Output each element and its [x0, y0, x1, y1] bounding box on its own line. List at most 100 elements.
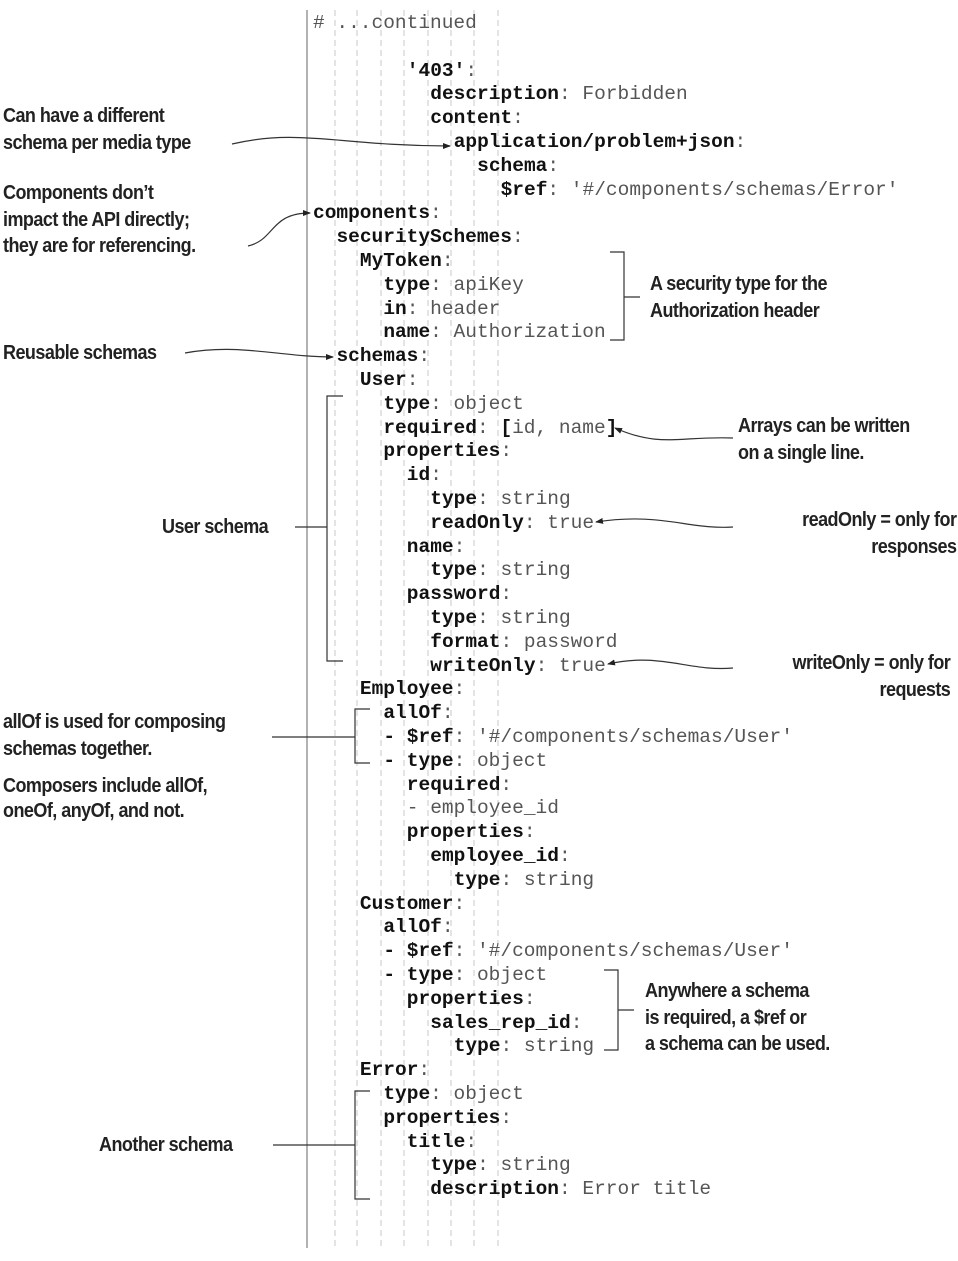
yaml-value: : [570, 1011, 583, 1034]
yaml-value: : [441, 916, 454, 939]
yaml-key: - $ref [383, 726, 454, 748]
annotation-line: a schema can be used. [645, 1033, 830, 1055]
yaml-value: : [500, 440, 513, 463]
yaml-value: : [441, 702, 454, 725]
yaml-value: : string [477, 607, 571, 629]
code-line: User: [360, 368, 419, 392]
code-line: type: string [430, 606, 570, 630]
yaml-key: sales_rep_id [430, 1011, 571, 1034]
yaml-value: : [734, 131, 747, 153]
annotation-line: they are for referencing. [3, 235, 196, 257]
code-line: - employee_id [407, 796, 559, 820]
yaml-key: allOf [383, 702, 442, 725]
code-line: sales_rep_id: [430, 1011, 582, 1035]
yaml-key: writeOnly [430, 654, 536, 677]
yaml-value: : true [535, 654, 606, 677]
yaml-key: properties [383, 440, 501, 463]
annotation-line: allOf is used for composing [3, 711, 226, 733]
code-line: required: [id, name] [383, 416, 617, 440]
code-line: type: string [430, 487, 570, 511]
code-line: Error: [360, 1058, 430, 1082]
code-line: Customer: [360, 892, 465, 916]
yaml-value: - employee_id [406, 797, 559, 820]
code-line: properties: [407, 987, 536, 1011]
yaml-key: description [430, 1178, 559, 1201]
yaml-value: : [547, 154, 560, 177]
code-line: allOf: [383, 915, 453, 939]
annotation-line: is required, a $ref or [645, 1006, 807, 1029]
yaml-key: content [430, 107, 513, 130]
code-line: required: [407, 773, 512, 797]
annotation-line: Arrays can be written [738, 415, 910, 437]
yaml-key: - type [383, 749, 454, 772]
yaml-key: $ref [500, 178, 548, 201]
annotation-line: oneOf, anyOf, and not. [3, 799, 185, 822]
yaml-key: name [406, 535, 454, 558]
yaml-key: securitySchemes [336, 226, 512, 249]
yaml-key: properties [406, 987, 524, 1010]
annotation-arrays: Arrays can be written on a single line. [738, 413, 910, 466]
annotation-line: on a single line. [738, 441, 864, 464]
yaml-value: : [465, 1130, 478, 1153]
yaml-key: type [430, 607, 478, 629]
yaml-value: : '#/components/schemas/User' [453, 940, 793, 963]
yaml-value: : [511, 226, 524, 249]
code-line: type: string [430, 1153, 570, 1177]
yaml-value: : [465, 59, 478, 82]
annotation-reusable-schemas: Reusable schemas [3, 340, 157, 367]
yaml-key: Customer [359, 892, 454, 915]
yaml-key: in [383, 297, 407, 320]
arrow-components [247, 210, 311, 247]
yaml-value: : password [500, 630, 618, 653]
yaml-key: properties [383, 1106, 501, 1129]
code-line: MyToken: [360, 249, 454, 273]
yaml-value: : object [453, 964, 548, 986]
annotation-line: A security type for the [650, 273, 828, 295]
code-line: allOf: [383, 701, 453, 725]
yaml-key: components [313, 202, 431, 225]
code-line: title: [407, 1130, 477, 1154]
yaml-key: employee_id [430, 845, 559, 867]
yaml-key: password [406, 583, 501, 606]
bracket-allof [272, 708, 370, 764]
yaml-value: : object [430, 392, 524, 415]
annotation-line: requests [879, 678, 950, 701]
yaml-key: type [453, 1035, 501, 1058]
yaml-key: schema [477, 154, 548, 177]
yaml-key: type [430, 559, 478, 582]
yaml-value: : [453, 892, 466, 915]
yaml-value: : string [477, 1154, 571, 1177]
yaml-value: # ...continued [313, 12, 477, 34]
yaml-key: - $ref [383, 940, 454, 963]
annotation-composers: Composers include allOf,oneOf, anyOf, an… [3, 774, 208, 823]
yaml-key: User [359, 369, 407, 391]
annotation-line: schema per media type [3, 131, 191, 154]
yaml-value: : [500, 773, 513, 796]
yaml-value: : Forbidden [558, 83, 688, 106]
arrow-readonly [595, 517, 734, 528]
yaml-key: schemas [336, 345, 419, 368]
arrow-media-type [231, 136, 451, 149]
yaml-value: : object [430, 1083, 524, 1105]
code-line: components: [313, 201, 442, 225]
annotation-another-schema: Another schema [99, 1132, 233, 1159]
annotation-line: Composers include allOf, [3, 775, 208, 797]
code-line: content: [430, 106, 524, 130]
yaml-value: : [523, 821, 536, 844]
code-line: description: Error title [430, 1177, 711, 1201]
yaml-value: : Error title [558, 1178, 712, 1201]
yaml-value: : [512, 107, 524, 130]
yaml-value: : [418, 1059, 431, 1082]
annotation-line: Can have a different [3, 105, 165, 127]
yaml-key: type [383, 1083, 431, 1105]
yaml-value: : true [523, 511, 595, 534]
yaml-key: MyToken [359, 250, 442, 272]
code-line: Employee: [360, 677, 465, 701]
code-line: id: [407, 463, 442, 487]
code-line: schema: [477, 154, 559, 178]
annotation-line: Components don’t [3, 182, 154, 204]
